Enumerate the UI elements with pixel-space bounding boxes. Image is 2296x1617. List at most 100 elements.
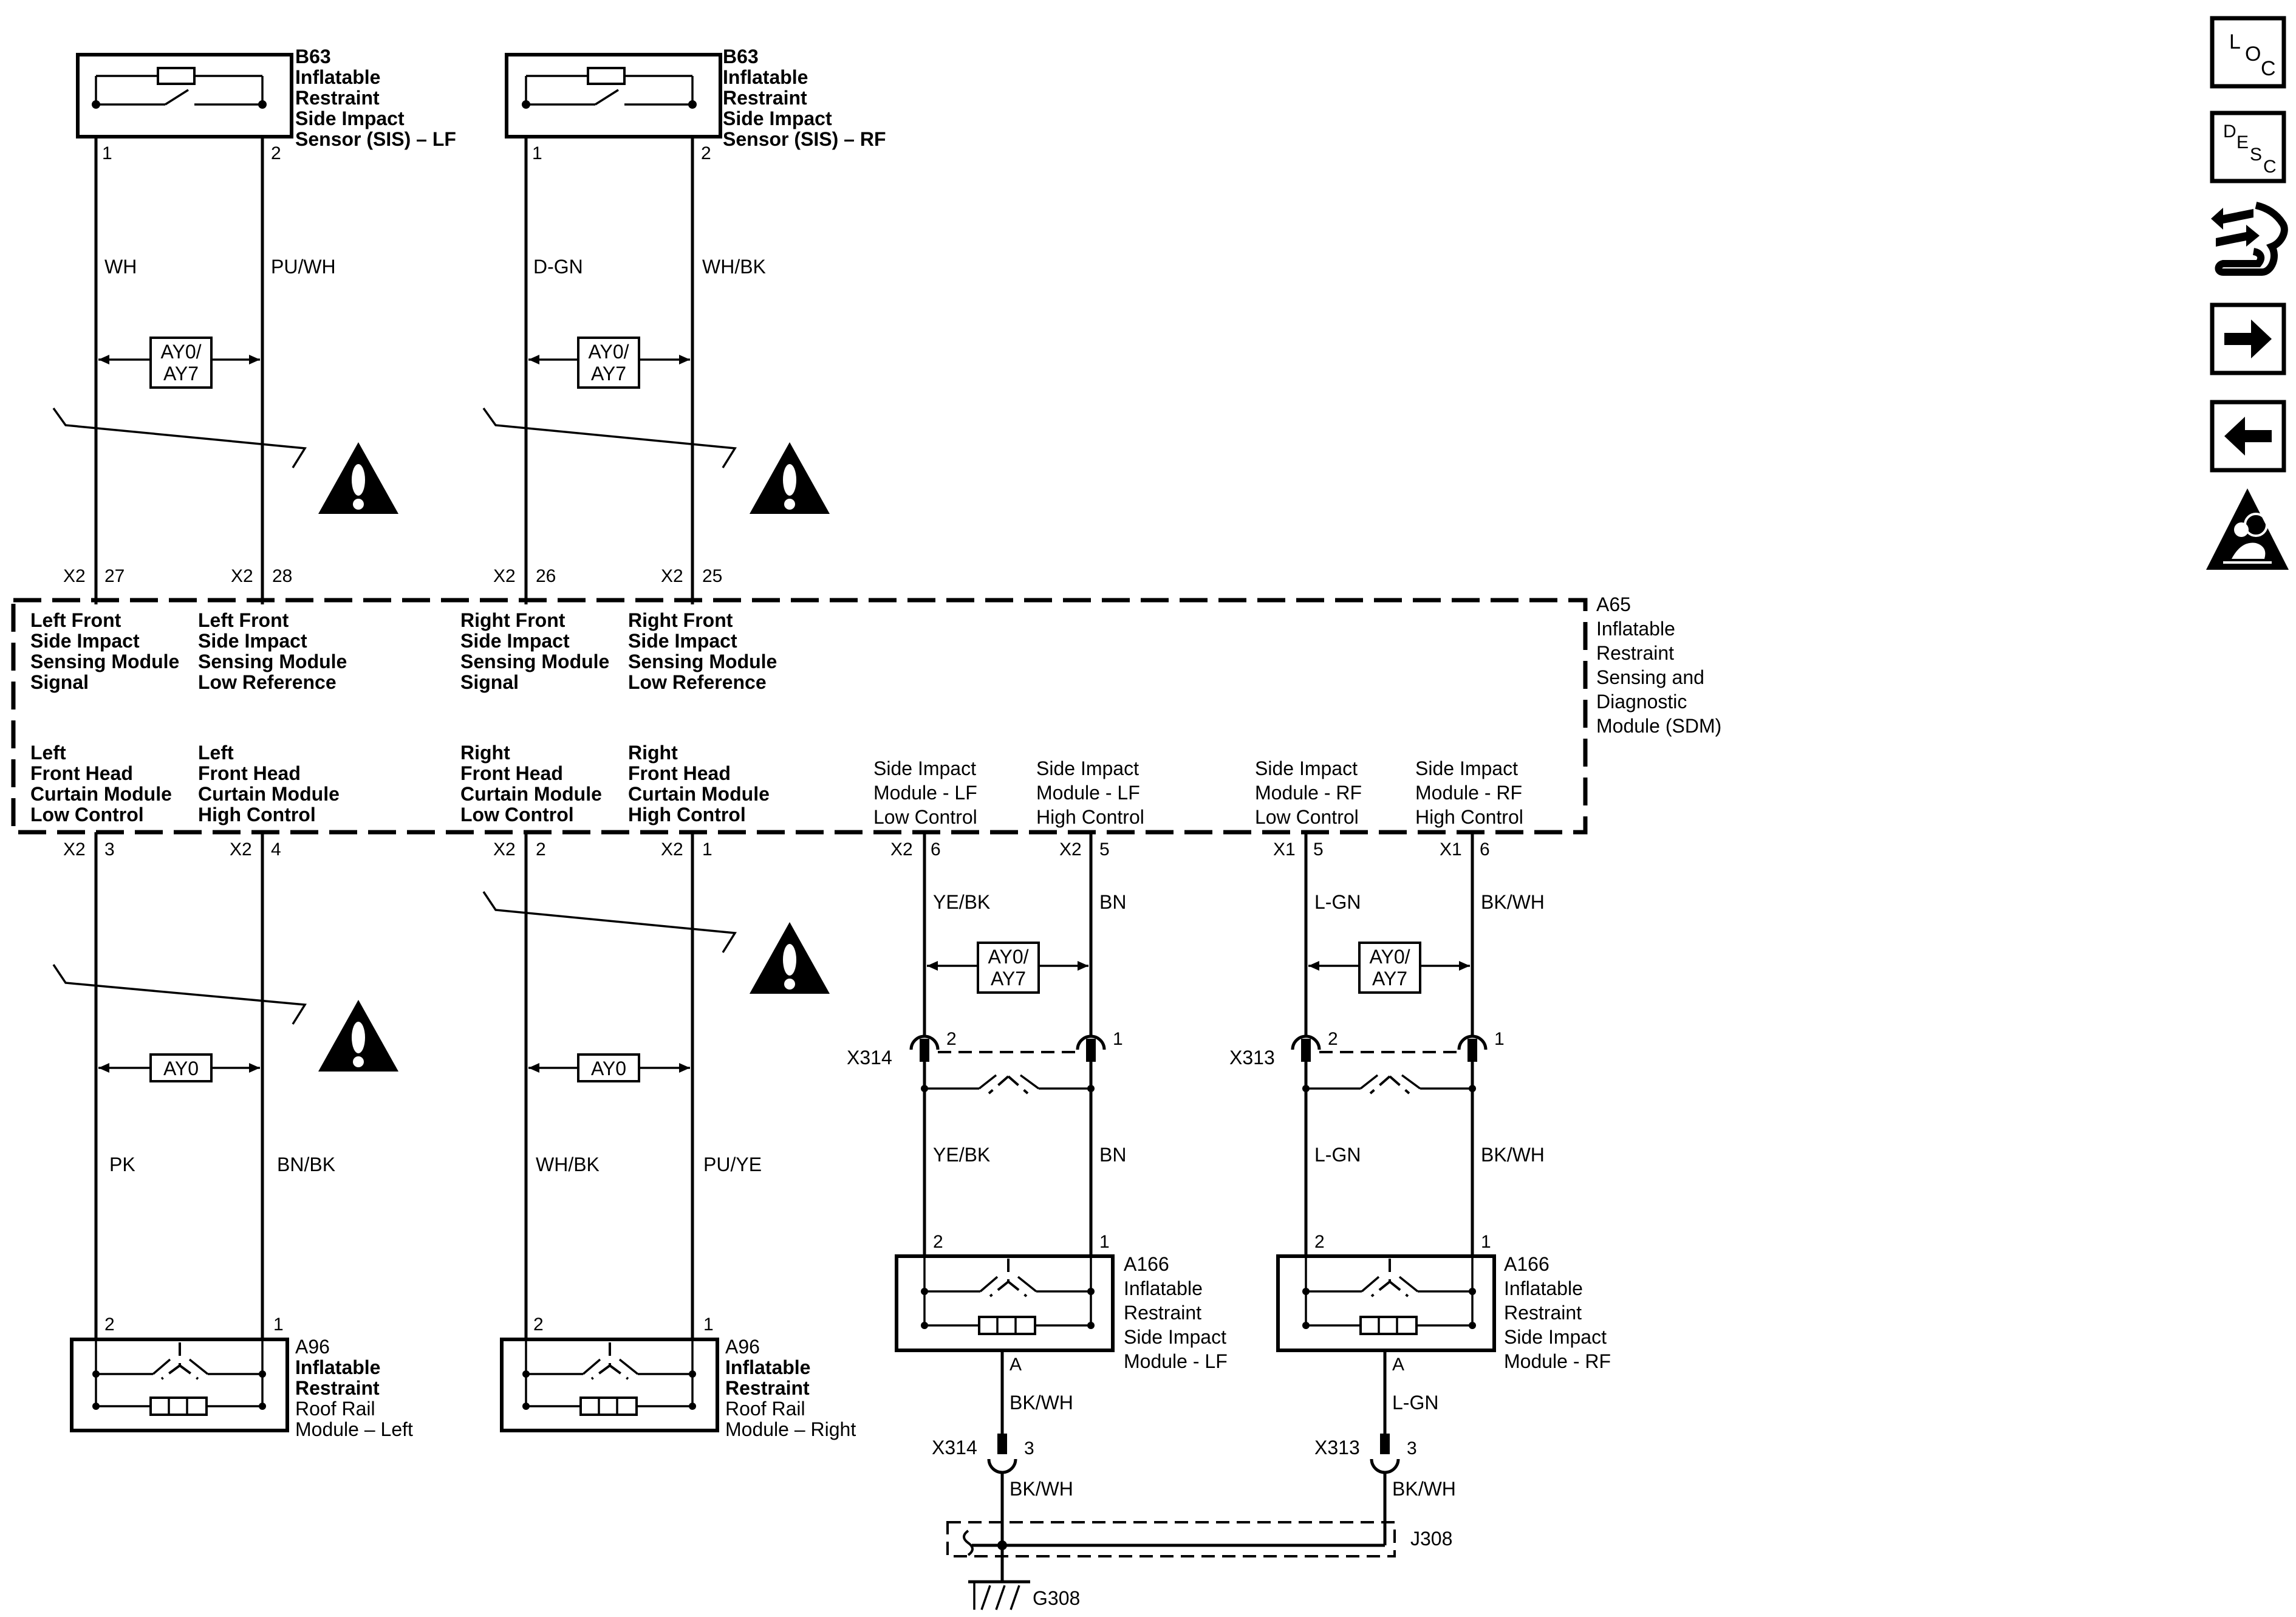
sis-rf-sensor: B63 Inflatable Restraint Side Impact Sen… <box>505 46 886 163</box>
connector-x314: X314 2 1 <box>847 1029 1123 1068</box>
sdm-circuit-label: Curtain Module <box>628 783 770 805</box>
sdm-circuit-label: Signal <box>30 671 89 693</box>
pin-number: 3 <box>1407 1438 1417 1458</box>
sdm-circuit-label: High Control <box>1036 806 1144 828</box>
sdm-circuit-label: Front Head <box>198 762 301 784</box>
sis-lf-pin2: 2 <box>271 143 281 163</box>
break-line <box>52 407 307 468</box>
caution-icon <box>750 922 830 994</box>
sdm-id: A65 <box>1596 593 1631 615</box>
option-label: AY0/ <box>1370 946 1410 968</box>
side-lf-line4: Module - LF <box>1124 1350 1228 1372</box>
option-label: AY0/ <box>161 341 202 363</box>
sdm-pin-conn: X2 <box>230 839 252 860</box>
side-lf-id: A166 <box>1124 1253 1169 1275</box>
roof-left-line3: Roof Rail <box>295 1398 375 1420</box>
component-locator-icon[interactable]: L O C <box>2210 16 2286 89</box>
sis-lf-sensor: B63 Inflatable Restraint Side Impact Sen… <box>76 46 456 163</box>
sdm-circuit-label: Front Head <box>30 762 133 784</box>
connector-name: X313 <box>1229 1047 1275 1068</box>
option-label: AY0 <box>591 1058 626 1079</box>
wire-color-side-lf-low: YE/BK <box>933 891 990 913</box>
option-label: AY7 <box>1372 968 1407 990</box>
previous-page-icon[interactable] <box>2210 400 2286 473</box>
sdm-circuit-label: Front Head <box>628 762 731 784</box>
next-page-icon[interactable] <box>2210 303 2286 375</box>
sdm-circuit-label: Side Impact <box>1415 757 1518 779</box>
connector-name: X314 <box>847 1047 892 1068</box>
wire-color-side-rf-low: L-GN <box>1314 891 1361 913</box>
sdm-circuit-label: Module - RF <box>1255 782 1362 804</box>
sdm-pin-number: 28 <box>272 566 292 586</box>
roof-left-line1: Inflatable <box>295 1356 380 1378</box>
sdm-pin-conn: X2 <box>231 566 253 586</box>
option-label: AY7 <box>991 968 1026 990</box>
option-label: AY7 <box>591 363 626 385</box>
pin-number: 1 <box>1494 1029 1505 1049</box>
sdm-circuit-label: Side Impact <box>873 757 976 779</box>
sdm-pin-number: 5 <box>1099 839 1110 860</box>
connector-x314-pin3: X314 3 <box>932 1434 1034 1474</box>
sis-lf-line4: Sensor (SIS) – LF <box>295 128 456 150</box>
roof-right-line3: Roof Rail <box>725 1398 805 1420</box>
connector-x313-pin3: X313 3 <box>1314 1434 1417 1474</box>
sis-lf-id: B63 <box>295 46 331 67</box>
sdm-pin-number: 6 <box>931 839 941 860</box>
pin-number: 1 <box>1113 1029 1123 1049</box>
wire-color-curtain-right-low: WH/BK <box>536 1154 600 1175</box>
airbag-caution-icon[interactable] <box>2206 488 2289 570</box>
sis-rf-id: B63 <box>723 46 759 67</box>
option-label: AY0/ <box>988 946 1029 968</box>
loc-letter: C <box>2261 57 2276 80</box>
sis-rf-line1: Inflatable <box>723 66 808 88</box>
wire-color-ground-lf: BK/WH <box>1010 1392 1073 1414</box>
description-icon[interactable]: D E S C <box>2210 111 2286 183</box>
connector-end-view-icon[interactable] <box>2211 202 2288 276</box>
roof-right-line1: Inflatable <box>725 1356 810 1378</box>
twisted-pair-option-side-lf: AY0/ AY7 <box>927 942 1088 994</box>
sdm-circuit-label: Low Control <box>873 806 977 828</box>
sdm-pin-number: 3 <box>104 839 115 860</box>
sdm-circuit-label: Side Impact <box>198 630 307 652</box>
sdm-module: A65 Inflatable Restraint Sensing and Dia… <box>11 593 1721 835</box>
sdm-circuit-label: Side Impact <box>460 630 570 652</box>
side-rf-line4: Module - RF <box>1504 1350 1611 1372</box>
sdm-pin-number: 4 <box>271 839 281 860</box>
desc-letter: C <box>2263 157 2277 177</box>
pin-number: A <box>1010 1355 1022 1375</box>
pin-number: A <box>1392 1355 1404 1375</box>
sdm-circuit-label: Right <box>460 742 510 764</box>
sdm-circuit-label: Curtain Module <box>198 783 340 805</box>
sdm-circuit-label: Module - LF <box>1036 782 1140 804</box>
sdm-circuit-label: Right Front <box>460 609 565 631</box>
sdm-pin-number: 27 <box>104 566 125 586</box>
twisted-pair-option-rf: AY0/ AY7 <box>528 337 690 389</box>
loc-letter: L <box>2229 30 2241 53</box>
connector-name: X314 <box>932 1437 977 1458</box>
sdm-line2: Restraint <box>1596 642 1674 664</box>
twisted-pair-option-side-rf: AY0/ AY7 <box>1308 942 1470 994</box>
roof-right-line4: Module – Right <box>725 1418 856 1440</box>
sdm-circuit-label: Low Reference <box>198 671 337 693</box>
sdm-circuit-label: Sensing Module <box>460 651 609 672</box>
sdm-circuit-label: Low Control <box>1255 806 1359 828</box>
sdm-pin-conn: X1 <box>1273 839 1296 860</box>
sdm-top-pins: X2 27 X2 28 X2 26 X2 25 <box>63 566 722 586</box>
sis-rf-line3: Side Impact <box>723 108 832 129</box>
wire-color-sis-rf-signal: D-GN <box>533 256 583 278</box>
sdm-pin-conn: X2 <box>1059 839 1082 860</box>
option-label: AY0/ <box>589 341 629 363</box>
sdm-pin-number: 25 <box>702 566 722 586</box>
sdm-circuit-label: Left Front <box>30 609 121 631</box>
loc-letter: O <box>2245 43 2261 66</box>
break-line <box>52 964 307 1025</box>
sdm-circuit-label: Sensing Module <box>30 651 179 672</box>
sdm-pin-number: 1 <box>702 839 712 860</box>
sdm-pin-conn: X2 <box>493 566 516 586</box>
sis-rf-pin1: 1 <box>532 143 542 163</box>
break-line <box>482 891 737 953</box>
sis-rf-line2: Restraint <box>723 87 807 109</box>
pin-number: 1 <box>273 1314 284 1335</box>
caution-icon <box>750 442 830 514</box>
